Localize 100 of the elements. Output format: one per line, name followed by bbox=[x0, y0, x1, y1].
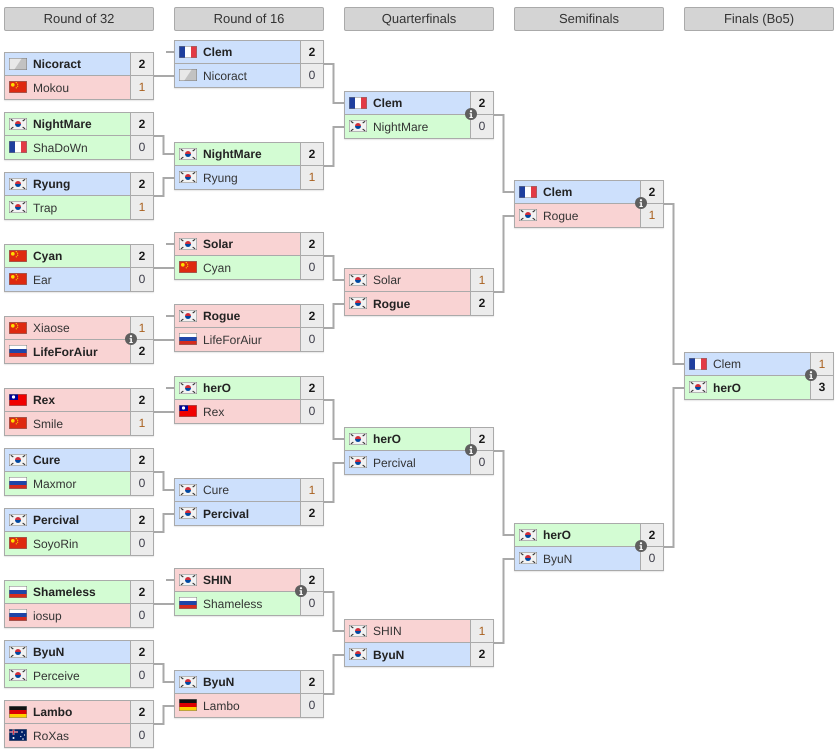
match-box bbox=[4, 580, 154, 628]
player-name: LifeForAiur bbox=[33, 344, 98, 360]
score-cell: 2 bbox=[640, 524, 663, 546]
match-box bbox=[4, 388, 154, 436]
player-name: SHIN bbox=[373, 623, 402, 639]
bracket-connector bbox=[494, 114, 514, 193]
player-name: Percival bbox=[373, 454, 416, 470]
player-name: NightMare bbox=[33, 116, 92, 132]
player-name: herO bbox=[373, 431, 402, 447]
score-cell: 2 bbox=[130, 701, 153, 723]
bracket-connector bbox=[664, 203, 684, 365]
score-cell: 1 bbox=[470, 269, 493, 291]
match-box bbox=[514, 180, 664, 228]
player-name: ByuN bbox=[203, 674, 234, 690]
match-box bbox=[174, 568, 324, 616]
player-name: ByuN bbox=[373, 646, 404, 662]
score-cell: 2 bbox=[130, 509, 153, 531]
player-name: Percival bbox=[33, 512, 80, 528]
bracket-connector bbox=[154, 663, 174, 683]
match-box bbox=[4, 316, 154, 364]
score-cell: 0 bbox=[300, 64, 323, 87]
score-cell: 2 bbox=[470, 643, 493, 666]
player-name: Maxmor bbox=[33, 476, 76, 492]
round-header: Finals (Bo5) bbox=[684, 7, 834, 31]
score-cell: 1 bbox=[640, 204, 663, 227]
player-name: Ryung bbox=[203, 170, 238, 186]
score-cell: 0 bbox=[470, 451, 493, 474]
score-cell: 0 bbox=[640, 547, 663, 570]
player-name: Nicoract bbox=[203, 68, 248, 84]
match-box bbox=[4, 640, 154, 688]
match-box bbox=[174, 232, 324, 280]
bracket-connector bbox=[664, 387, 684, 548]
score-cell: 2 bbox=[300, 233, 323, 255]
player-name: Cyan bbox=[33, 248, 62, 264]
bracket-connector bbox=[154, 135, 174, 155]
player-name: ByuN bbox=[33, 644, 64, 660]
player-name: Clem bbox=[713, 356, 742, 372]
player-name: NightMare bbox=[373, 118, 428, 134]
score-cell: 0 bbox=[300, 328, 323, 351]
score-cell: 2 bbox=[130, 113, 153, 135]
score-cell: 0 bbox=[130, 724, 153, 747]
score-cell: 2 bbox=[130, 245, 153, 267]
match-box bbox=[4, 172, 154, 220]
player-name: Trap bbox=[33, 200, 58, 216]
score-cell: 2 bbox=[300, 377, 323, 399]
bracket-connector bbox=[494, 558, 514, 644]
bracket-connector bbox=[154, 75, 174, 77]
round-header: Round of 32 bbox=[4, 7, 154, 31]
player-name: Clem bbox=[373, 95, 402, 111]
player-name: Solar bbox=[203, 236, 234, 252]
player-name: Rogue bbox=[373, 296, 410, 312]
bracket-connector bbox=[494, 215, 514, 293]
player-name: herO bbox=[713, 380, 742, 396]
score-cell: 0 bbox=[300, 694, 323, 717]
score-cell: 2 bbox=[470, 428, 493, 450]
score-cell: 0 bbox=[300, 256, 323, 279]
score-cell: 1 bbox=[130, 76, 153, 99]
match-box bbox=[4, 508, 154, 556]
score-cell: 2 bbox=[470, 292, 493, 315]
player-name: Rogue bbox=[543, 208, 578, 224]
score-cell: 2 bbox=[130, 53, 153, 75]
player-name: SoyoRin bbox=[33, 536, 78, 552]
round-header: Round of 16 bbox=[174, 7, 324, 31]
player-name: Rex bbox=[203, 404, 224, 420]
match-box bbox=[174, 40, 324, 88]
bracket-connector bbox=[154, 471, 174, 491]
bracket-connector bbox=[324, 63, 344, 104]
round-header: Quarterfinals bbox=[344, 7, 494, 31]
score-cell: 1 bbox=[130, 412, 153, 435]
player-name: Ear bbox=[33, 272, 52, 288]
player-name: Perceive bbox=[33, 668, 80, 684]
score-cell: 2 bbox=[300, 502, 323, 525]
player-name: Percival bbox=[203, 506, 250, 522]
bracket-connector bbox=[166, 387, 174, 389]
player-name: Cure bbox=[203, 482, 230, 498]
bracket-connector bbox=[324, 399, 344, 440]
bracket-connector bbox=[494, 450, 514, 536]
match-box bbox=[344, 268, 494, 316]
match-box bbox=[514, 523, 664, 571]
bracket-connector bbox=[166, 579, 174, 581]
player-name: Rex bbox=[33, 392, 56, 408]
score-cell: 0 bbox=[130, 532, 153, 555]
score-cell: 1 bbox=[300, 166, 323, 189]
match-box bbox=[174, 142, 324, 190]
player-name: LifeForAiur bbox=[203, 332, 262, 348]
score-cell: 0 bbox=[130, 136, 153, 159]
player-name: Shameless bbox=[33, 584, 96, 600]
bracket-connector bbox=[154, 267, 174, 269]
bracket-connector bbox=[324, 462, 344, 503]
score-cell: 1 bbox=[130, 317, 153, 339]
score-cell: 1 bbox=[130, 196, 153, 219]
match-box bbox=[4, 112, 154, 160]
match-box bbox=[174, 304, 324, 352]
player-name: Xiaose bbox=[33, 320, 70, 336]
player-name: Smile bbox=[33, 416, 64, 432]
match-box bbox=[4, 244, 154, 292]
player-name: RoXas bbox=[33, 728, 70, 744]
player-name: Cyan bbox=[203, 260, 232, 276]
score-cell: 2 bbox=[130, 340, 153, 363]
match-box bbox=[174, 670, 324, 718]
